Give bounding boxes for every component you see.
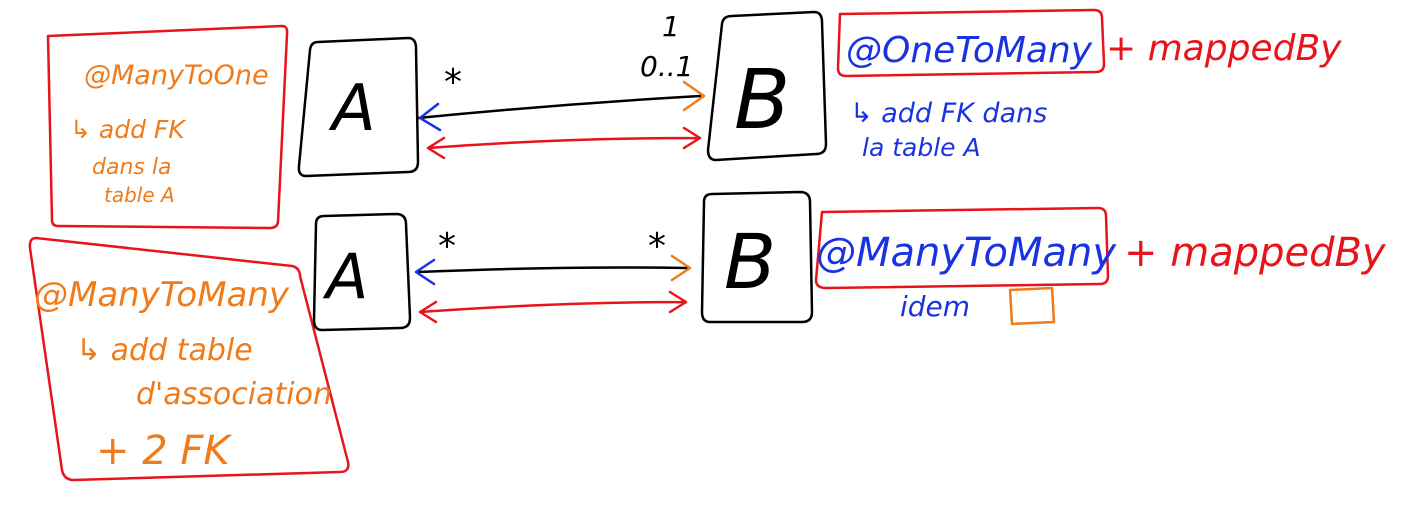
top-entity-a-box	[297, 36, 420, 178]
top-entity-b-box	[706, 10, 828, 162]
bottom-left-annotation: @ManyToMany	[34, 275, 290, 315]
bottom-right-orange-square	[1008, 286, 1056, 326]
bottom-right-note-box	[814, 206, 1110, 290]
bottom-mult-a: *	[438, 226, 456, 267]
bottom-right-suffix: + mappedBy	[1124, 230, 1387, 276]
top-mult-b-lower: 0..1	[640, 50, 693, 83]
top-blue-arrowhead	[418, 102, 442, 132]
top-mult-a: *	[444, 62, 462, 103]
bottom-association-line	[416, 266, 690, 274]
top-red-double-arrow	[426, 126, 702, 160]
top-orange-arrowhead	[682, 80, 706, 112]
bottom-orange-arrowhead	[670, 254, 692, 282]
bottom-left-line3: + 2 FK	[96, 428, 232, 474]
top-right-annotation: @OneToMany	[846, 30, 1093, 71]
bottom-entity-a-box	[312, 212, 412, 332]
top-left-line1: ↳ add FK	[70, 115, 187, 144]
top-left-line2: dans la	[92, 155, 171, 180]
bottom-red-double-arrow	[418, 290, 688, 324]
bottom-entity-a-label: A	[322, 240, 368, 313]
bottom-left-note-box	[28, 236, 350, 482]
top-right-line2: la table A	[862, 133, 981, 162]
top-right-note-box	[836, 8, 1106, 78]
bottom-entity-b-box	[700, 190, 814, 324]
top-left-annotation: @ManyToOne	[84, 60, 269, 91]
bottom-mult-b: *	[648, 226, 666, 267]
top-entity-a-label: A	[328, 72, 376, 146]
top-left-note-box	[46, 24, 289, 230]
bottom-entity-b-label: B	[724, 217, 776, 306]
bottom-blue-arrowhead	[414, 258, 436, 286]
bottom-left-line2: d'association	[136, 377, 332, 412]
top-right-line1: ↳ add FK dans	[850, 98, 1047, 129]
top-left-line3: table A	[104, 183, 175, 207]
bottom-right-annotation: @ManyToMany	[816, 230, 1117, 276]
bottom-left-line1: ↳ add table	[76, 333, 253, 368]
bottom-right-line1: idem	[900, 290, 970, 323]
top-mult-b-upper: 1	[662, 10, 680, 43]
top-right-suffix: + mappedBy	[1106, 28, 1342, 69]
top-association-line	[416, 94, 702, 120]
top-entity-b-label: B	[734, 53, 790, 148]
